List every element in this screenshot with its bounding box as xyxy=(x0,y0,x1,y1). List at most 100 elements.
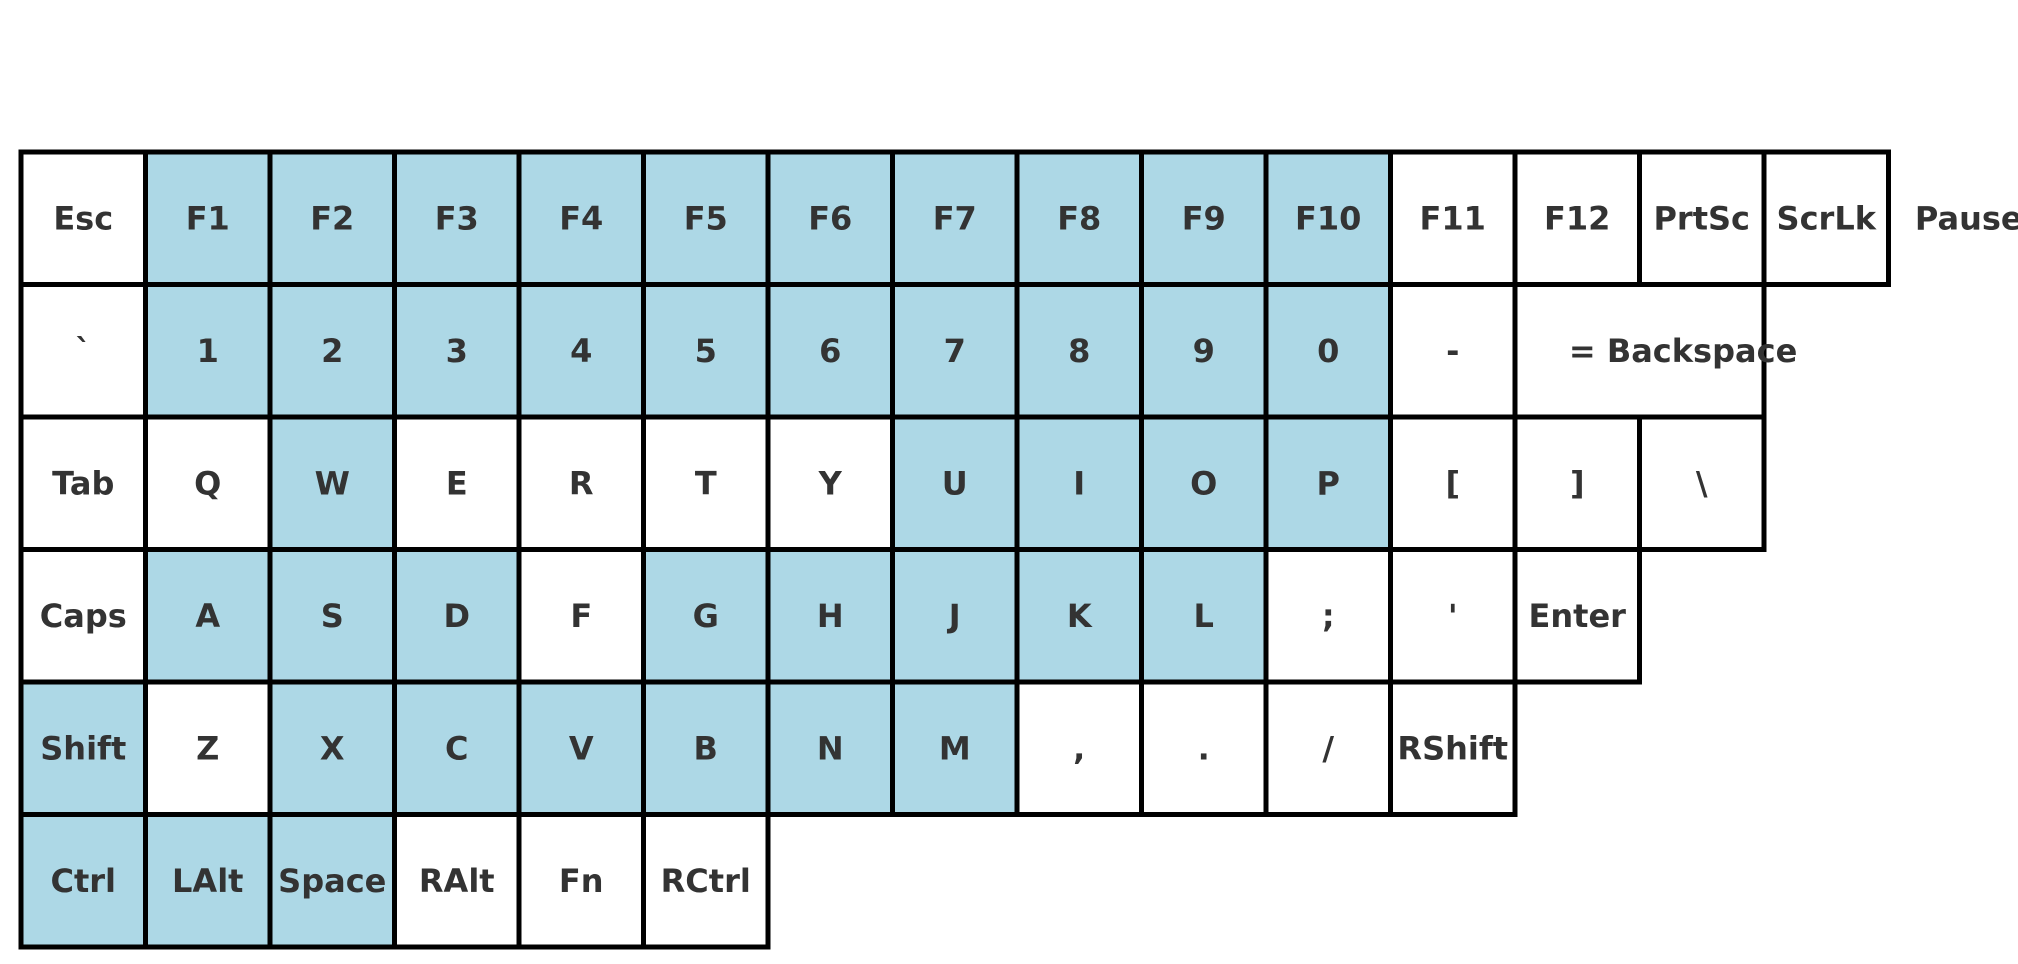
key-slash: / xyxy=(1263,679,1393,817)
key-label: ScrLk xyxy=(1777,199,1877,237)
key-rctrl: RCtrl xyxy=(641,812,771,950)
key-cap xyxy=(143,812,273,950)
key-f11: F11 xyxy=(1388,149,1518,287)
key-cap xyxy=(1263,547,1393,685)
key-label: O xyxy=(1190,464,1217,502)
key-cap xyxy=(1263,282,1393,420)
key-i: I xyxy=(1014,414,1144,552)
key-label: RAlt xyxy=(419,862,495,900)
key-9: 9 xyxy=(1139,282,1269,420)
key-label: F11 xyxy=(1420,199,1486,237)
key-f12: F12 xyxy=(1512,149,1642,287)
key-label: Y xyxy=(818,464,843,502)
key-caps: Caps xyxy=(18,547,148,685)
key-f9: F9 xyxy=(1139,149,1269,287)
key-comma: , xyxy=(1014,679,1144,817)
key-label: RShift xyxy=(1397,729,1508,767)
key-semicolon: ; xyxy=(1263,547,1393,685)
key-label: Caps xyxy=(40,597,127,635)
key-label: LAlt xyxy=(172,862,243,900)
key-label: K xyxy=(1067,597,1093,635)
key-p: P xyxy=(1263,414,1393,552)
key-label: 1 xyxy=(197,332,219,370)
key-f8: F8 xyxy=(1014,149,1144,287)
key-label: Enter xyxy=(1529,597,1627,635)
key-label: Esc xyxy=(53,199,113,237)
key-g: G xyxy=(641,547,771,685)
key-backtick: ` xyxy=(18,282,148,420)
key-label: Tab xyxy=(52,464,114,502)
key-label: F5 xyxy=(684,199,728,237)
key-e: E xyxy=(392,414,522,552)
key-minus: - xyxy=(1388,282,1518,420)
key-0: 0 xyxy=(1263,282,1393,420)
key-label: T xyxy=(695,464,717,502)
key-label: E xyxy=(446,464,468,502)
key-label: F1 xyxy=(186,199,230,237)
key-cap xyxy=(1388,679,1518,817)
key-4: 4 xyxy=(516,282,646,420)
key-label: [ xyxy=(1445,464,1460,502)
key-q: Q xyxy=(143,414,273,552)
key-left-bracket: [ xyxy=(1388,414,1518,552)
key-label: I xyxy=(1073,464,1085,502)
key-cap xyxy=(1263,149,1393,287)
key-5: 5 xyxy=(641,282,771,420)
key-label: = Backspace xyxy=(1569,332,1797,370)
key-label: F9 xyxy=(1182,199,1226,237)
key-label: ; xyxy=(1322,597,1335,635)
key-label: Space xyxy=(278,862,386,900)
key-f6: F6 xyxy=(765,149,895,287)
key-f4: F4 xyxy=(516,149,646,287)
key-label: N xyxy=(817,729,844,767)
key-j: J xyxy=(890,547,1020,685)
key-cap xyxy=(143,414,273,552)
key-label: F7 xyxy=(933,199,977,237)
key-lalt: LAlt xyxy=(143,812,273,950)
key-fn: Fn xyxy=(516,812,646,950)
key-label: F6 xyxy=(808,199,852,237)
key-cap xyxy=(1139,414,1269,552)
key-cap xyxy=(641,414,771,552)
key-label: Shift xyxy=(40,729,126,767)
key-pause: Pause xyxy=(1915,199,2018,237)
key-cap xyxy=(765,679,895,817)
key-cap xyxy=(1014,149,1144,287)
key-label: Ctrl xyxy=(50,862,116,900)
key-label: F xyxy=(570,597,592,635)
key-label: B xyxy=(694,729,718,767)
key-7: 7 xyxy=(890,282,1020,420)
key-cap xyxy=(1637,149,1767,287)
key-label: F3 xyxy=(435,199,479,237)
key-f: F xyxy=(516,547,646,685)
key-label: M xyxy=(939,729,971,767)
key-ralt: RAlt xyxy=(392,812,522,950)
key-cap xyxy=(641,547,771,685)
key-label: A xyxy=(195,597,220,635)
key-f7: F7 xyxy=(890,149,1020,287)
key-label: 2 xyxy=(321,332,343,370)
key-label: 5 xyxy=(695,332,717,370)
key-label: F10 xyxy=(1295,199,1361,237)
key-label: ` xyxy=(75,332,91,370)
key-cap xyxy=(392,812,522,950)
key-3: 3 xyxy=(392,282,522,420)
key-label: F8 xyxy=(1057,199,1101,237)
key-label: F2 xyxy=(310,199,354,237)
key-backspace: = Backspace xyxy=(1512,282,1797,420)
key-t: T xyxy=(641,414,771,552)
key-c: C xyxy=(392,679,522,817)
key-a: A xyxy=(143,547,273,685)
key-tab: Tab xyxy=(18,414,148,552)
key-cap xyxy=(18,812,148,950)
key-h: H xyxy=(765,547,895,685)
key-label: ' xyxy=(1448,597,1458,635)
key-label: 0 xyxy=(1317,332,1339,370)
key-label: . xyxy=(1198,729,1210,767)
key-cap xyxy=(1637,414,1767,552)
key-m: M xyxy=(890,679,1020,817)
key-d: D xyxy=(392,547,522,685)
key-f1: F1 xyxy=(143,149,273,287)
